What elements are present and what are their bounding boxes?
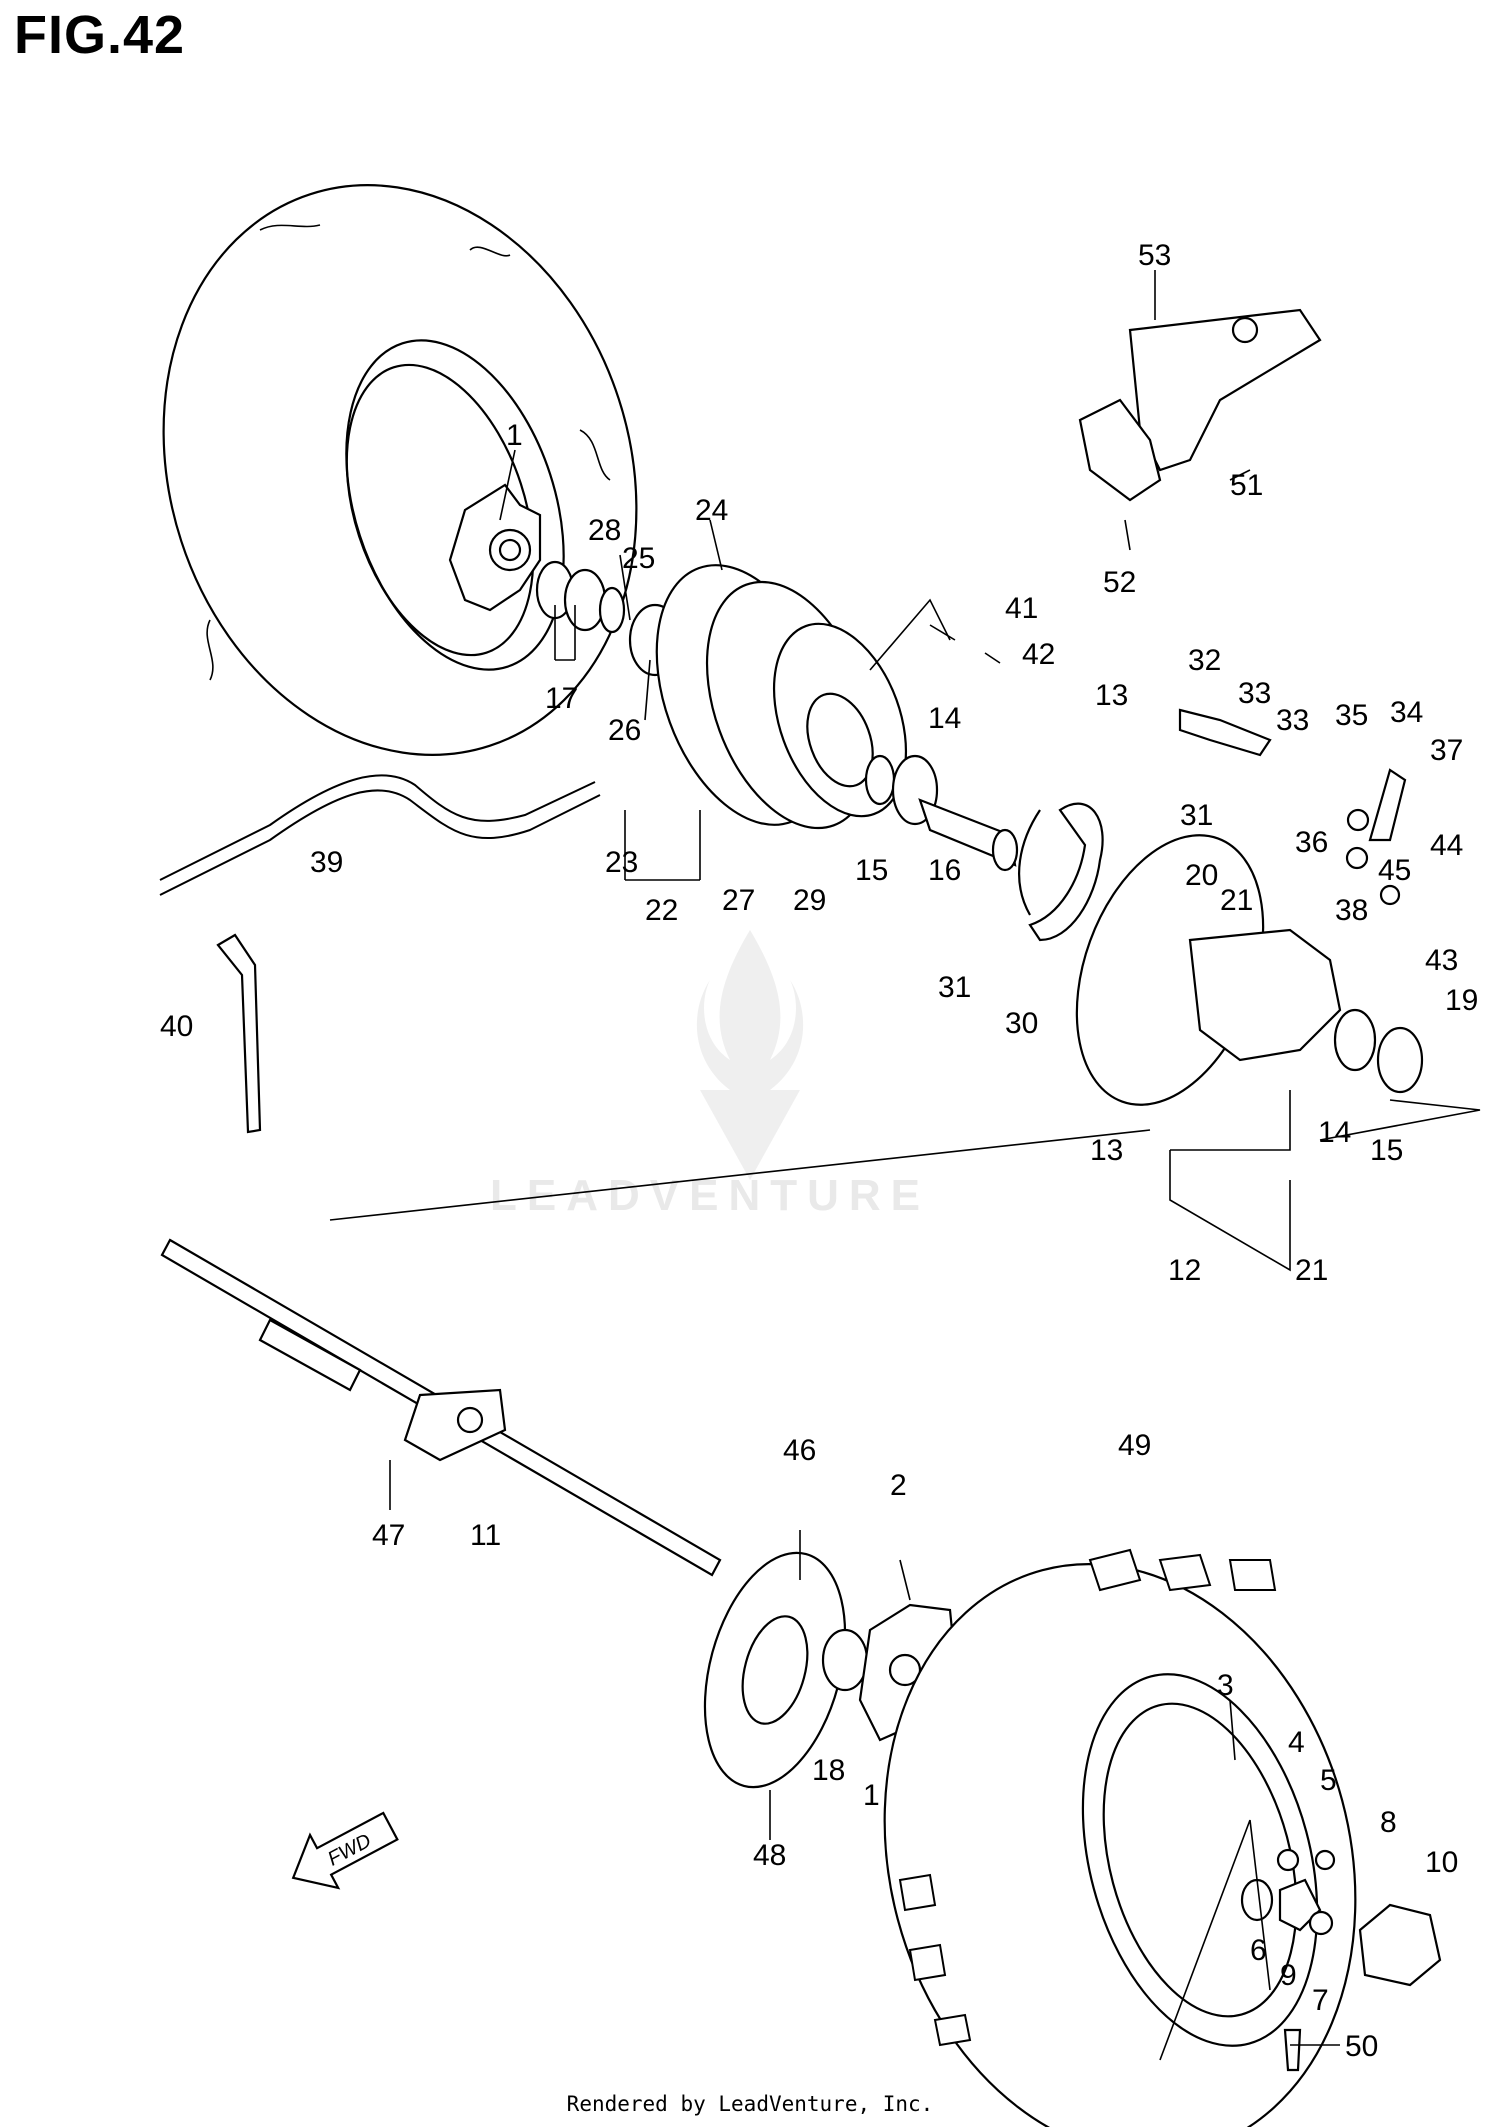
brake-panel [1075,834,1424,1106]
callout-36: 36 [1295,826,1328,859]
callout-33-a: 33 [1238,677,1271,710]
bearing-and-spacer [864,754,1019,872]
callout-15-lower: 15 [1370,1134,1403,1167]
callout-1-upper: 1 [506,419,523,452]
brake-cam-lever [1178,708,1407,906]
callout-37: 37 [1430,734,1463,767]
callout-27: 27 [722,884,755,917]
callout-3: 3 [1217,1669,1234,1702]
leader-lines [329,270,1481,2061]
callout-25: 25 [622,542,655,575]
callout-38: 38 [1335,894,1368,927]
callout-31-a: 31 [1180,799,1213,832]
callout-19: 19 [1445,984,1478,1017]
brake-cable [159,774,601,896]
callout-23: 23 [605,846,638,879]
mounting-bracket [1078,308,1322,502]
callout-40: 40 [160,1010,193,1043]
callout-1-lower: 1 [863,1779,880,1812]
watermark: LEADVENTURE [490,930,920,1220]
callout-labels: 1 28 25 24 17 26 41 42 53 51 52 32 33 33… [160,239,1478,2063]
callout-13-lower: 13 [1090,1134,1123,1167]
callout-10: 10 [1425,1846,1458,1879]
callout-7: 7 [1312,1984,1329,2017]
callout-33-b: 33 [1276,704,1309,737]
brake-shoes [1018,802,1104,942]
callout-31-b: 31 [938,971,971,1004]
callout-9: 9 [1280,1959,1297,1992]
callout-8: 8 [1380,1806,1397,1839]
callout-49: 49 [1118,1429,1151,1462]
callout-14-upper: 14 [928,702,961,735]
callout-42: 42 [1022,638,1055,671]
callout-52: 52 [1103,566,1136,599]
callout-22: 22 [645,894,678,927]
fwd-direction-arrow: FWD [291,1811,399,1890]
wheel-hardware [1240,1848,1442,2072]
callout-51: 51 [1230,469,1263,502]
callout-28: 28 [588,514,621,547]
callout-2: 2 [890,1469,907,1502]
callout-35: 35 [1335,699,1368,732]
rear-axle [160,1238,722,1577]
lower-tire [883,1548,1357,2127]
callout-18: 18 [812,1754,845,1787]
sprocket [703,1551,869,1789]
callout-45: 45 [1378,854,1411,887]
brake-drum-assembly [655,564,908,830]
callout-14-lower: 14 [1318,1116,1351,1149]
callout-47: 47 [372,1519,405,1552]
callout-5: 5 [1320,1764,1337,1797]
callout-34: 34 [1390,696,1423,729]
callout-50: 50 [1345,2030,1378,2063]
callout-17: 17 [545,682,578,715]
callout-21-upper: 21 [1220,884,1253,917]
callout-20: 20 [1185,859,1218,892]
callout-26: 26 [608,714,641,747]
callout-11: 11 [470,1519,501,1552]
tool [216,933,262,1134]
callout-29: 29 [793,884,826,917]
callout-44: 44 [1430,829,1463,862]
callout-48: 48 [753,1839,786,1872]
upper-tire [162,184,638,756]
watermark-flame-logo [696,930,804,1180]
callout-43: 43 [1425,944,1458,977]
callout-13-upper: 13 [1095,679,1128,712]
callout-41: 41 [1005,592,1038,625]
upper-hub [448,483,542,612]
callout-21-lower: 21 [1295,1254,1328,1287]
callout-24: 24 [695,494,728,527]
callout-15-upper: 15 [855,854,888,887]
callout-12: 12 [1168,1254,1201,1287]
callout-16: 16 [928,854,961,887]
callout-32: 32 [1188,644,1221,677]
callout-6: 6 [1250,1934,1267,1967]
callout-46: 46 [783,1434,816,1467]
callout-53: 53 [1138,239,1171,272]
callout-4: 4 [1288,1726,1305,1759]
figure-title: FIG.42 [14,5,186,65]
callout-30: 30 [1005,1007,1038,1040]
callout-39: 39 [310,846,343,879]
render-credit: Rendered by LeadVenture, Inc. [566,2092,934,2116]
